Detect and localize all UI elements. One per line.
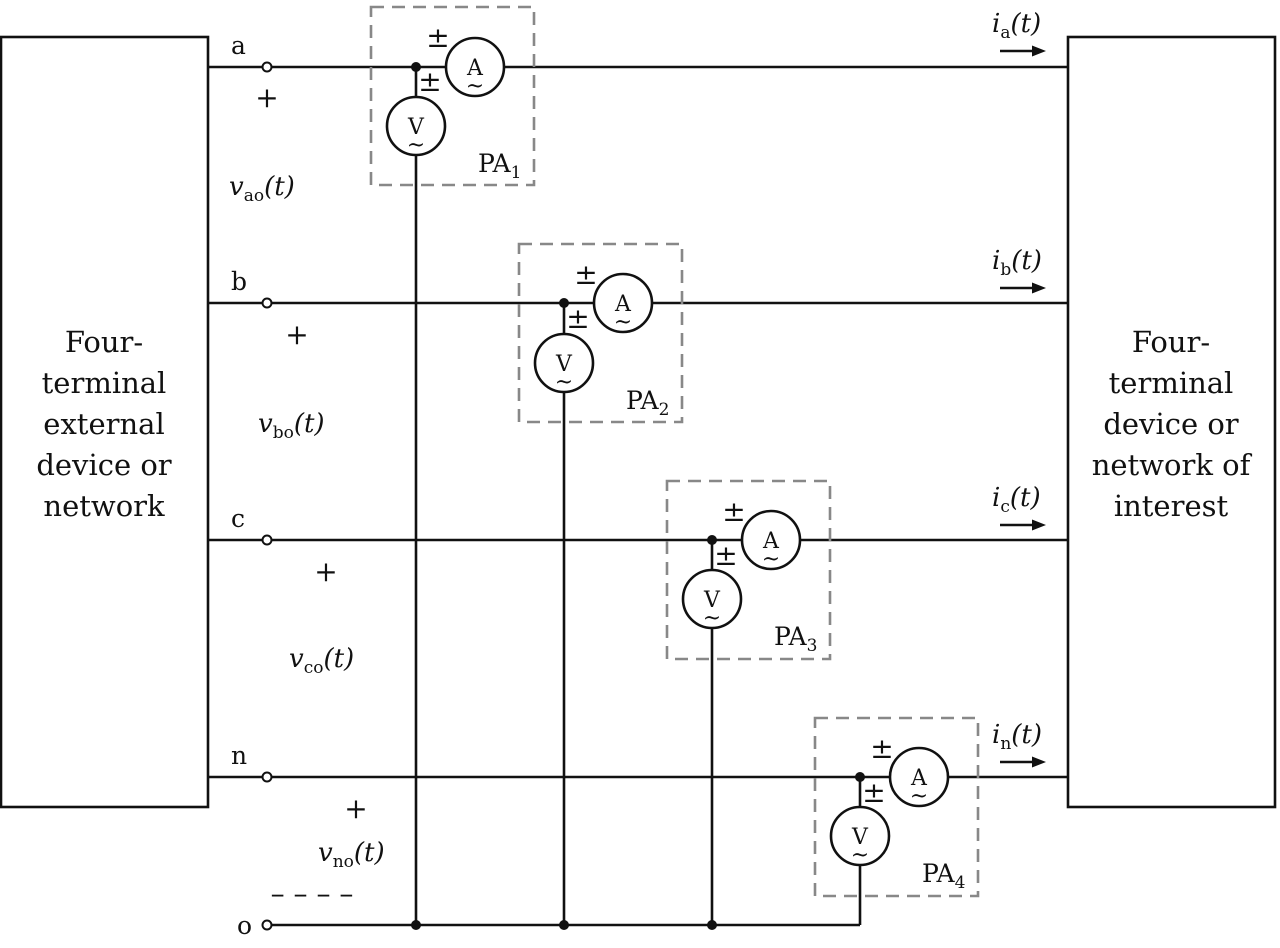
ammeter-2-letter: A [614,292,632,317]
voltmeter-return-wires [414,155,862,925]
pa4-boundary [813,716,980,898]
current-label-b: ib(t) [992,246,1042,280]
ammeter-4-polarity: ± [870,732,893,765]
ammeter-4 [888,746,950,808]
current-arrow-b [1032,282,1046,294]
ammeter-4-ac: ~ [910,784,928,809]
minus-sign-o: – – – – [271,877,354,910]
ammeter-2 [592,272,654,334]
current-arrow-a [1032,45,1046,57]
current-arrow-c [1032,519,1046,531]
voltmeter-3-letter: V [703,588,721,613]
voltmeter-1-letter: V [407,115,425,140]
ammeter-3 [740,509,802,571]
junction-n [855,772,865,782]
left-box-line-1: Four- [65,325,143,359]
pa3-boundary [665,479,832,661]
terminal-c-label: c [231,504,245,533]
left-box-line-5: network [43,489,165,523]
ammeter-1 [444,36,506,98]
plus-sign-b: + [285,318,308,351]
voltmeter-2-polarity: ± [566,302,589,335]
right-box-line-3: device or [1103,407,1238,441]
terminal-b-label: b [231,267,247,296]
voltage-label-b: vbo(t) [258,409,325,443]
voltmeter-1-polarity: ± [418,65,441,98]
ammeter-3-ac: ~ [762,547,780,572]
plus-sign-a: + [255,81,278,114]
current-label-n: in(t) [992,720,1042,754]
junction-o-2 [559,920,569,930]
line-a: a + vao(t) [208,31,1068,206]
current-b: ib(t) [992,246,1046,294]
voltage-label-n: vno(t) [318,838,385,872]
left-box-line-2: terminal [42,366,167,400]
voltmeter-4-letter: V [851,825,869,850]
current-label-a: ia(t) [992,9,1041,43]
right-box-line-5: interest [1114,489,1229,523]
reference-line-o: o – – – – [237,877,860,940]
power-analyzer-1: A ~ V ~ ± ± PA1 [369,5,536,187]
pa2-label: PA2 [626,386,669,420]
terminal-n [261,771,273,783]
line-b: b + vbo(t) [208,267,1068,443]
junction-a [411,62,421,72]
external-network-label: Four- terminal external device or networ… [36,325,171,523]
junction-o-1 [411,920,421,930]
pa2-boundary [517,242,684,424]
voltmeter-3-ac: ~ [703,606,721,631]
current-label-c: ic(t) [992,483,1041,517]
power-analyzer-2: A ~ V ~ ± ± PA2 [517,242,684,424]
pa1-boundary [369,5,536,187]
ammeter-3-polarity: ± [722,495,745,528]
terminal-a [261,61,273,73]
ammeter-4-letter: A [910,766,928,791]
voltage-label-a: vao(t) [229,172,295,206]
power-analyzer-3: A ~ V ~ ± ± PA3 [665,479,832,661]
terminal-b [261,297,273,309]
terminal-o [261,919,273,931]
plus-sign-n: + [344,792,367,825]
ammeter-1-polarity: ± [426,21,449,54]
network-of-interest-box [1066,35,1277,809]
ammeter-1-ac: ~ [466,74,484,99]
plus-sign-c: + [314,555,337,588]
terminal-o-label: o [237,911,252,940]
left-box-line-4: device or [36,448,171,482]
voltage-label-c: vco(t) [289,644,354,678]
voltmeter-4-ac: ~ [851,843,869,868]
right-box-line-4: network of [1092,448,1253,482]
right-box-line-2: terminal [1109,366,1234,400]
junction-b [559,298,569,308]
current-arrow-n [1032,756,1046,768]
ammeter-1-letter: A [466,56,484,81]
current-a: ia(t) [992,9,1046,57]
terminal-c [261,534,273,546]
terminal-n-label: n [231,741,247,770]
voltmeter-2-ac: ~ [555,370,573,395]
current-n: in(t) [992,720,1046,768]
right-box-line-1: Four- [1132,325,1210,359]
line-c: c + vco(t) [208,504,1068,678]
voltmeter-4-polarity: ± [862,776,885,809]
power-analyzer-4: A ~ V ~ ± ± PA4 [813,716,980,898]
line-n: n + vno(t) [208,741,1068,872]
ammeter-2-polarity: ± [574,258,597,291]
junction-c [707,535,717,545]
current-c: ic(t) [992,483,1046,531]
pa3-label: PA3 [774,622,817,656]
left-box-line-3: external [43,407,164,441]
pa1-label: PA1 [478,149,521,183]
junction-o-3 [707,920,717,930]
voltmeter-3-polarity: ± [714,539,737,572]
voltmeter-2-letter: V [555,352,573,377]
ammeter-2-ac: ~ [614,310,632,335]
pa4-label: PA4 [922,859,965,893]
ammeter-3-letter: A [762,529,780,554]
external-network-box [0,35,210,809]
voltmeter-1-ac: ~ [407,133,425,158]
terminal-a-label: a [231,31,246,60]
network-of-interest-label: Four- terminal device or network of inte… [1092,325,1253,523]
